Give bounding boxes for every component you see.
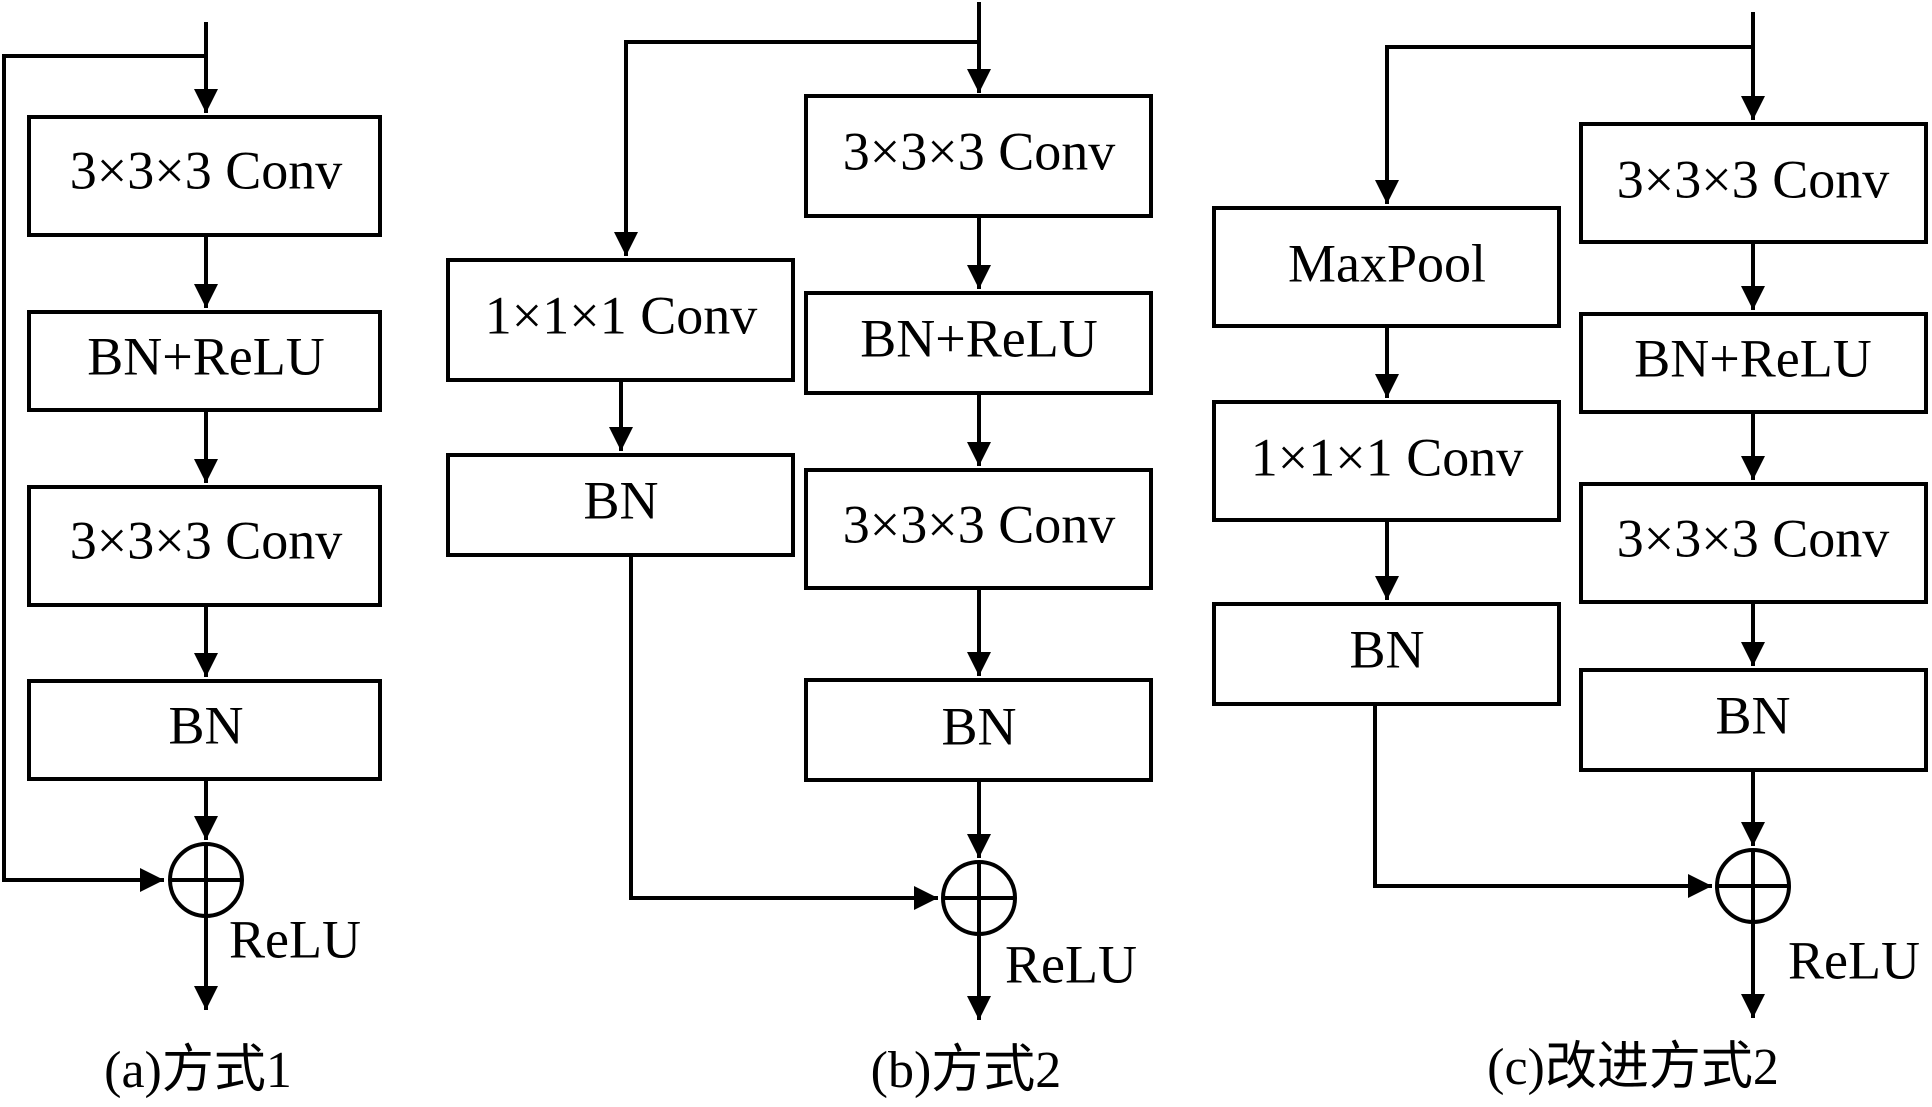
- b-bn-box: [804, 678, 1153, 782]
- c-sum-node: [1715, 848, 1791, 924]
- c-shortcut-to-sum: [1373, 704, 1712, 898]
- a-bn-box: [27, 679, 382, 781]
- b-shortcut-line: [614, 40, 979, 256]
- a-conv1-box: [27, 115, 382, 237]
- b-conv1-label: 3×3×3 Conv: [843, 121, 1115, 181]
- c-shortcut-bn-label: BN: [1349, 619, 1424, 679]
- panel-c: MaxPool 1×1×1 Conv BN 3×3×3 Conv BN+ReLU…: [1212, 12, 1928, 1096]
- panel-a: 3×3×3 Conv BN+ReLU 3×3×3 Conv BN ReLU (a…: [2, 22, 382, 1099]
- a-relu-label: ReLU: [229, 909, 361, 969]
- b-shortcut-conv-label: 1×1×1 Conv: [485, 285, 757, 345]
- b-shortcut-bn-label: BN: [583, 470, 658, 530]
- c-bnrelu-label: BN+ReLU: [1634, 328, 1871, 388]
- c-conv1-box: [1579, 122, 1928, 244]
- c-conv1-label: 3×3×3 Conv: [1617, 149, 1889, 209]
- c-maxpool-box: [1212, 206, 1561, 328]
- a-bn-label: BN: [168, 695, 243, 755]
- a-bnrelu-box: [27, 310, 382, 412]
- a-skip-connection: [2, 54, 206, 892]
- b-shortcut-to-sum: [629, 555, 938, 910]
- b-bnrelu-label: BN+ReLU: [860, 308, 1097, 368]
- a-conv1-label: 3×3×3 Conv: [70, 140, 342, 200]
- c-shortcut-bn-box: [1212, 602, 1561, 706]
- panel-b: 1×1×1 Conv BN 3×3×3 Conv BN+ReLU 3×3×3 C…: [446, 2, 1153, 1099]
- c-relu-label: ReLU: [1788, 930, 1920, 990]
- c-bnrelu-box: [1579, 312, 1928, 414]
- b-caption: (b)方式2: [871, 1042, 1062, 1099]
- c-maxpool-label: MaxPool: [1288, 233, 1486, 293]
- c-conv2-label: 3×3×3 Conv: [1617, 508, 1889, 568]
- a-conv2-box: [27, 485, 382, 607]
- c-shortcut-line: [1375, 45, 1753, 204]
- b-conv2-label: 3×3×3 Conv: [843, 494, 1115, 554]
- a-conv2-label: 3×3×3 Conv: [70, 510, 342, 570]
- c-bn-label: BN: [1715, 685, 1790, 745]
- c-shortcut-conv-label: 1×1×1 Conv: [1251, 427, 1523, 487]
- a-sum-node: [168, 842, 244, 918]
- b-bnrelu-box: [804, 291, 1153, 395]
- b-sum-node: [941, 860, 1017, 936]
- b-conv2-box: [804, 468, 1153, 590]
- a-bnrelu-label: BN+ReLU: [87, 326, 324, 386]
- a-caption: (a)方式1: [104, 1042, 292, 1099]
- b-relu-label: ReLU: [1005, 934, 1137, 994]
- c-shortcut-conv-box: [1212, 400, 1561, 522]
- c-caption: (c)改进方式2: [1487, 1039, 1779, 1096]
- b-bn-label: BN: [941, 696, 1016, 756]
- c-bn-box: [1579, 668, 1928, 772]
- b-shortcut-conv-box: [446, 258, 795, 382]
- b-conv1-box: [804, 94, 1153, 218]
- b-shortcut-bn-box: [446, 453, 795, 557]
